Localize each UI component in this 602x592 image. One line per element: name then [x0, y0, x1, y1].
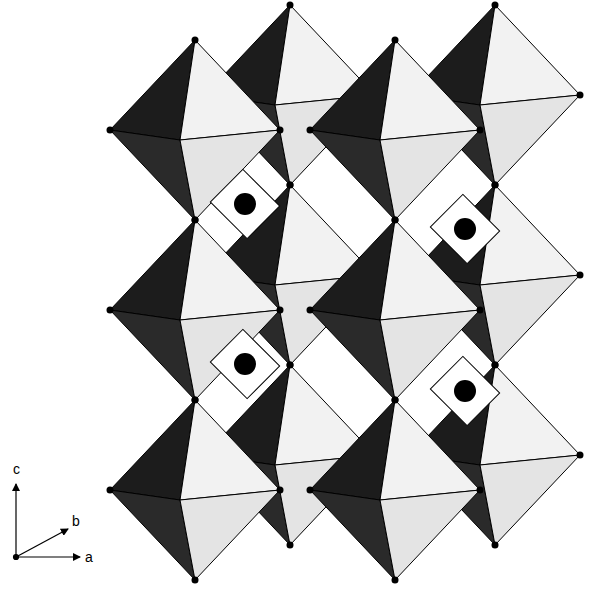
front-octahedra [107, 37, 484, 584]
axis-label: a [85, 550, 93, 564]
axis-label: c [13, 462, 20, 476]
cation-spheres [210, 169, 499, 425]
axis-label: b [72, 514, 80, 528]
axis-arrows [14, 484, 81, 560]
